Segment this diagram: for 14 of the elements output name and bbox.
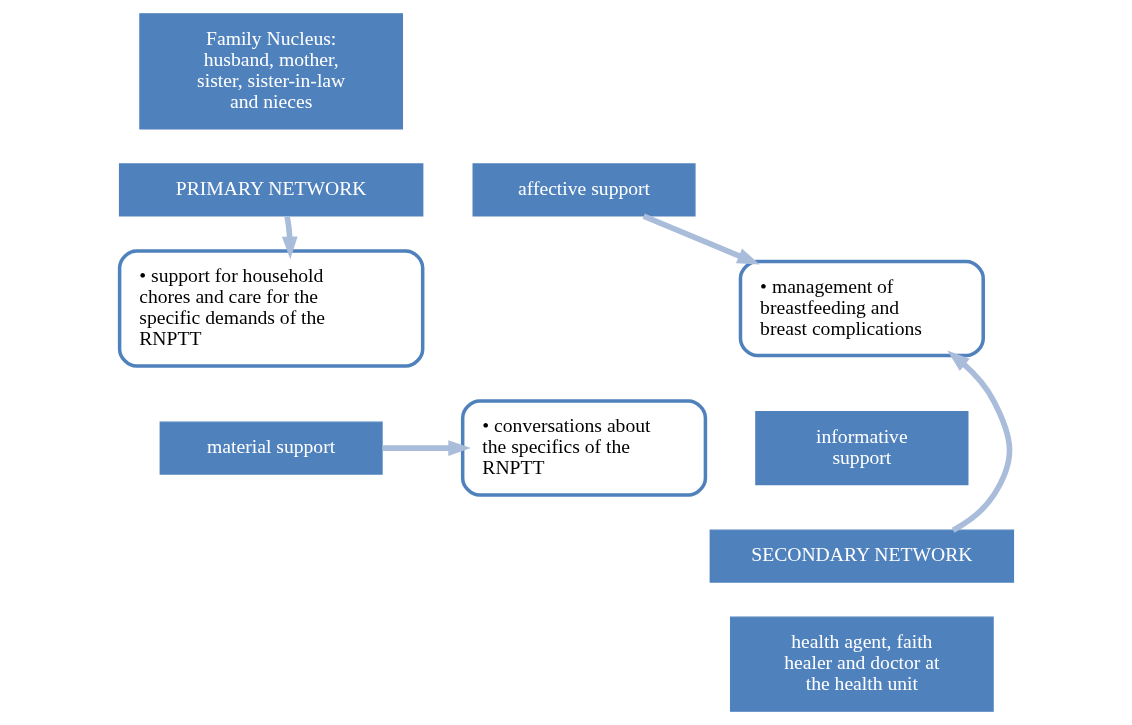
- node-box: Family Nucleus: husband, mother, sister, sister-in-law and nieces: [138, 13, 403, 130]
- node-box: affective support: [472, 163, 696, 217]
- node-box: health agent, faith healer and doctor at the health unit: [729, 616, 994, 712]
- node-box: • conversations about the specifics of the RNPTT: [460, 399, 707, 497]
- arrow: [642, 213, 760, 265]
- node-box: • support for household chores and care for the specific demands of the RNPTT: [117, 249, 424, 368]
- arrow: [946, 350, 1012, 533]
- node-box: material support: [159, 421, 383, 475]
- node-box: PRIMARY NETWORK: [118, 163, 423, 217]
- node-box: SECONDARY NETWORK: [709, 529, 1014, 583]
- node-box: informative support: [754, 410, 968, 486]
- arrow: [281, 215, 298, 260]
- node-box: • management of breastfeeding and breast complications: [738, 259, 985, 358]
- arrow: [381, 440, 471, 456]
